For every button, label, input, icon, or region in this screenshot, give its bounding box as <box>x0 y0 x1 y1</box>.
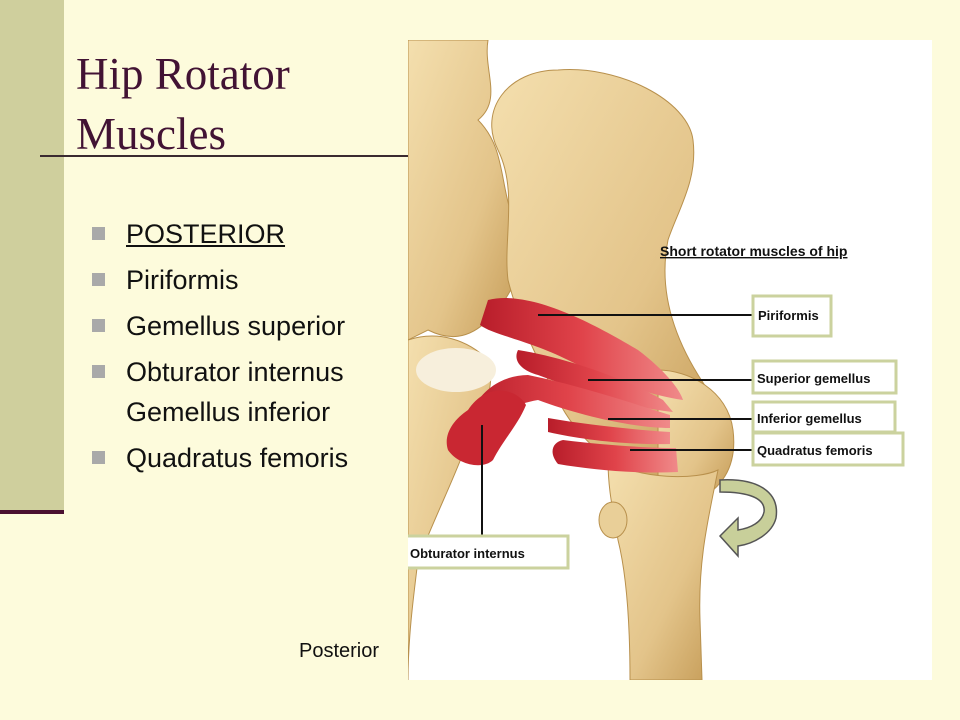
bullet-item-gemellus-superior: Gemellus superior <box>92 306 402 346</box>
inferior-gemellus-muscle <box>548 418 670 445</box>
hip-anatomy-figure: Short rotator muscles of hip Piriformis … <box>408 40 932 680</box>
bullet-text-line-1: Obturator internus <box>126 357 344 387</box>
square-bullet-icon <box>92 227 105 240</box>
bullet-text: Gemellus superior <box>126 311 346 341</box>
slide-title-line-1: Hip Rotator <box>76 49 290 99</box>
bullet-item-posterior: POSTERIOR <box>92 214 402 254</box>
figure-caption: Posterior <box>299 640 380 662</box>
bullet-list: POSTERIOR Piriformis Gemellus superior O… <box>92 214 402 484</box>
superior-gemellus-label-box <box>751 359 898 395</box>
obturator-foramen <box>416 348 496 392</box>
left-band-rule <box>0 510 64 514</box>
slide-title-line-2: Muscles <box>76 109 226 159</box>
bullet-text: Piriformis <box>126 265 239 295</box>
quadratus-femoris-label: Quadratus femoris <box>757 443 873 458</box>
square-bullet-icon <box>92 451 105 464</box>
bullet-item-quadratus-femoris: Quadratus femoris <box>92 438 402 478</box>
slide-title: Hip Rotator Muscles <box>76 44 406 164</box>
obturator-internus-muscle <box>466 375 670 450</box>
inferior-gemellus-label: Inferior gemellus <box>757 411 862 426</box>
obturator-internus-label: Obturator internus <box>410 546 525 561</box>
quadratus-femoris-muscle <box>552 440 678 473</box>
quadratus-femoris-label-box <box>751 431 905 467</box>
square-bullet-icon <box>92 365 105 378</box>
bullet-text-line-2: Gemellus inferior <box>126 397 331 427</box>
figure-heading: Short rotator muscles of hip <box>660 243 847 259</box>
bullet-item-obturator-gemellus: Obturator internus Gemellus inferior <box>92 352 402 432</box>
square-bullet-icon <box>92 319 105 332</box>
superior-gemellus-label: Superior gemellus <box>757 371 870 386</box>
piriformis-label-box <box>751 294 833 338</box>
lesser-trochanter <box>598 501 628 539</box>
obturator-internus-label-box <box>408 534 570 570</box>
lateral-rotation-arrow-icon <box>718 479 778 558</box>
square-bullet-icon <box>92 273 105 286</box>
bullet-item-piriformis: Piriformis <box>92 260 402 300</box>
piriformis-muscle <box>480 298 683 400</box>
piriformis-label: Piriformis <box>758 308 819 323</box>
left-accent-band <box>0 0 64 512</box>
bullet-text: POSTERIOR <box>126 219 286 249</box>
title-underline-rule <box>40 155 410 157</box>
obturator-internus-belly <box>446 390 526 466</box>
bullet-text: Quadratus femoris <box>126 443 349 473</box>
